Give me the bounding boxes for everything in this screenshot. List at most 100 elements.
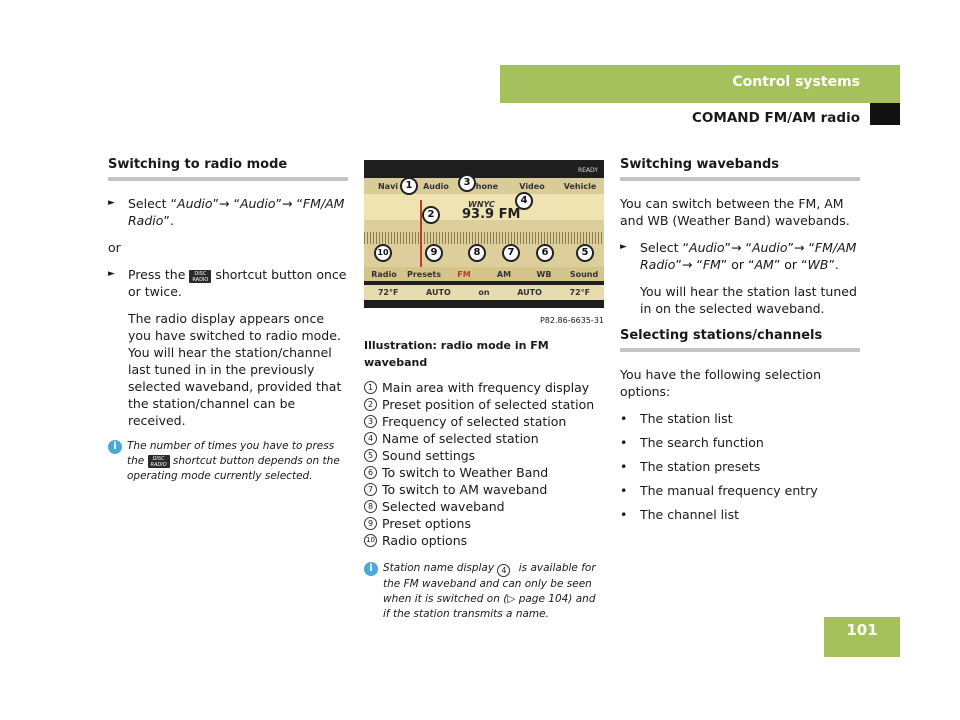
callout-4: 4 (515, 192, 533, 210)
display-nav-bar: Navi Audio Phone Video Vehicle (364, 178, 604, 194)
display-btn-radio: Radio (371, 269, 397, 279)
number-marker: 8 (364, 500, 377, 513)
step-text: Press the DISC RADIO shortcut button onc… (128, 267, 347, 299)
page-number-box: 101 (824, 617, 900, 657)
display-btn-fm: FM (457, 269, 471, 279)
callout-6: 6 (536, 244, 554, 262)
subsection-marker (870, 103, 900, 125)
display-tab-phone: Phone (469, 181, 499, 191)
waveband-paragraph: You can switch between the FM, AM and WB… (620, 196, 850, 228)
number-marker: 10 (364, 534, 377, 547)
list-item: •The station presets (620, 459, 761, 474)
callout-8: 8 (468, 244, 486, 262)
display-btn-sound: Sound (569, 269, 599, 279)
arrow-bullet-icon: ► (620, 242, 627, 252)
list-item: •The station list (620, 411, 733, 426)
note-text: Station name display 4 is available for … (383, 562, 596, 620)
display-tab-navi: Navi (377, 181, 399, 191)
disc-radio-button-icon: DISC RADIO (147, 455, 170, 468)
step-select-waveband: ► Select “Audio”→ “Audio”→ “FM/AM Radio”… (620, 239, 860, 273)
column-right: Switching wavebands You can switch betwe… (620, 156, 860, 530)
display-btn-presets: Presets (406, 269, 441, 279)
step-select-audio: ► Select “Audio”→ “Audio”→ “FM/AM Radio”… (108, 195, 348, 229)
column-left: Switching to radio mode ► Select “Audio”… (108, 156, 348, 484)
step-text: Select “Audio”→ “Audio”→ “FM/AM Radio”→ … (640, 240, 857, 272)
list-item: •The channel list (620, 507, 740, 522)
column-middle: READY Navi Audio Phone Video Vehicle WNY… (364, 160, 604, 622)
temp-left: 72°F (377, 288, 399, 297)
display-main-area (364, 194, 604, 220)
selection-options-list: •The station list •The search function •… (620, 410, 860, 523)
bullet-icon: • (620, 459, 628, 474)
ready-indicator: READY (577, 167, 598, 174)
display-bottom-bar: Radio Presets FM AM WB Sound (364, 267, 604, 281)
or-text: or (108, 240, 121, 255)
display-btn-am: AM (496, 269, 512, 279)
bullet-icon: • (620, 435, 628, 450)
temp-right: 72°F (569, 288, 591, 297)
image-code: P82.86-6635-31 (539, 316, 604, 325)
bullet-icon: • (620, 411, 628, 426)
callout-9: 9 (425, 244, 443, 262)
heading-selecting-stations: Selecting stations/channels (620, 327, 860, 352)
bullet-icon: • (620, 483, 628, 498)
radio-display-paragraph: The radio display appears once you have … (128, 311, 342, 428)
step-text: Select “Audio”→ “Audio”→ “FM/AM Radio”. (128, 196, 345, 228)
info-icon: i (364, 562, 378, 576)
auto-right: AUTO (517, 288, 542, 297)
station-name: WNYC (468, 200, 495, 209)
number-marker: 4 (364, 432, 377, 445)
info-note-station-name: i Station name display 4 is available fo… (364, 561, 604, 622)
number-marker: 9 (364, 517, 377, 530)
step-press-button: ► Press the DISC RADIO shortcut button o… (108, 266, 348, 300)
list-item: •The manual frequency entry (620, 483, 818, 498)
note-text: The number of times you have to press th… (127, 440, 340, 482)
heading-switching-wavebands: Switching wavebands (620, 156, 860, 181)
station-frequency: 93.9 FM (462, 207, 521, 222)
last-station-paragraph: You will hear the station last tuned in … (640, 284, 857, 316)
header-band: Control systems (500, 65, 900, 103)
info-note: i The number of times you have to press … (108, 439, 348, 484)
subsection-title: COMAND FM/AM radio (692, 110, 860, 126)
callout-2: 2 (422, 206, 440, 224)
display-tab-audio: Audio (423, 181, 449, 191)
callout-1: 1 (400, 177, 418, 195)
arrow-bullet-icon: ► (108, 269, 115, 279)
callout-5: 5 (576, 244, 594, 262)
display-tab-vehicle: Vehicle (563, 181, 597, 191)
display-btn-wb: WB (536, 269, 552, 279)
callout-3: 3 (458, 174, 476, 192)
selection-options-intro: You have the following selection options… (620, 367, 822, 399)
arrow-bullet-icon: ► (108, 198, 115, 208)
number-marker: 1 (364, 381, 377, 394)
figure-caption: Illustration: radio mode in FM waveband (364, 339, 549, 369)
display-climate-bar: 72°F AUTO on AUTO 72°F (364, 285, 604, 300)
number-marker: 3 (364, 415, 377, 428)
bullet-icon: • (620, 507, 628, 522)
number-marker: 7 (364, 483, 377, 496)
page-number: 101 (846, 621, 878, 639)
info-icon: i (108, 440, 122, 454)
disc-radio-button-icon: DISC RADIO (189, 270, 212, 283)
callout-10: 10 (374, 244, 392, 262)
climate-on: on (478, 288, 490, 297)
frequency-needle (420, 200, 422, 280)
number-marker: 6 (364, 466, 377, 479)
display-tab-video: Video (519, 181, 545, 191)
frequency-ticks (364, 232, 604, 244)
callout-7: 7 (502, 244, 520, 262)
list-item: •The search function (620, 435, 764, 450)
auto-left: AUTO (426, 288, 451, 297)
heading-switching-radio-mode: Switching to radio mode (108, 156, 348, 181)
